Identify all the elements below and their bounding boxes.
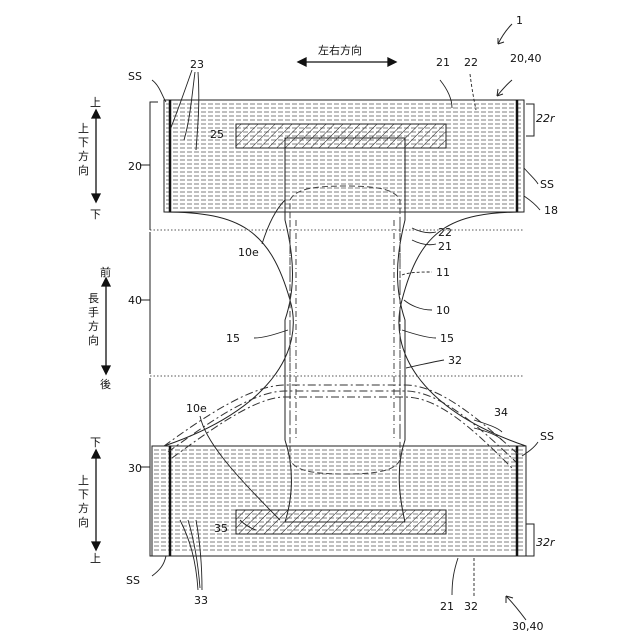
label-back-group: 30,40 [512,620,544,633]
label-22-top: 22 [464,56,478,69]
dir-ud-bottom-3: 向 [78,515,89,529]
label-ss-tr: SS [540,178,554,191]
region-brackets [140,102,158,556]
label-front: 前 [100,265,111,279]
label-40: 40 [128,294,142,307]
dir-long-0: 長 [88,292,99,305]
label-bottom-end: 下 [90,436,101,449]
label-ss-bl: SS [126,574,140,587]
label-bottom-end-2: 上 [90,552,101,565]
label-21-bot: 21 [440,600,454,613]
front-waist-band [164,100,524,212]
back-elastic-stripes [154,450,524,550]
dir-ud-bottom-2: 方 [78,501,89,515]
dir-ud-top-0: 上 [78,122,89,135]
label-15-left: 15 [226,332,240,345]
label-35: 35 [214,522,228,535]
label-back: 後 [100,377,111,391]
outer-contour [164,212,526,446]
label-11: 11 [436,266,450,279]
label-25: 25 [210,128,224,141]
label-33: 33 [194,594,208,607]
label-23: 23 [190,58,204,71]
label-15-right: 15 [440,332,454,345]
label-21-top: 21 [436,56,450,69]
label-ss-tl: SS [128,70,142,83]
label-ss-br: SS [540,430,554,443]
label-1: 1 [516,14,523,27]
dir-long-3: 向 [88,333,99,347]
dir-ud-top-2: 方 [78,149,89,163]
label-10e-bottom: 10e [186,402,207,415]
label-32r: 32r [536,536,556,549]
leg-elastics [164,385,520,468]
back-waist-band [152,446,526,556]
label-18: 18 [544,204,558,217]
label-21-mid: 21 [438,240,452,253]
dir-long-2: 方 [88,319,99,333]
dir-ud-top-1: 下 [78,136,89,149]
dir-long-1: 手 [88,305,99,319]
label-34: 34 [494,406,508,419]
dir-ud-bottom-1: 下 [78,488,89,501]
region-boundaries [150,230,524,376]
label-30: 30 [128,462,142,475]
label-front-group: 20,40 [510,52,542,65]
label-32-mid: 32 [448,354,462,367]
label-dir-lr: 左右方向 [318,43,362,57]
label-32-bot: 32 [464,600,478,613]
label-top-end-2: 下 [90,208,101,221]
dir-ud-bottom-0: 上 [78,474,89,487]
label-top-end: 上 [90,96,101,109]
label-10e-top: 10e [238,246,259,259]
label-22r: 22r [536,112,556,125]
back-hatched-strip [236,510,446,534]
ref-arrows [497,24,526,620]
front-hatched-strip [236,124,446,148]
label-10: 10 [436,304,450,317]
dir-ud-top-3: 向 [78,163,89,177]
label-20: 20 [128,160,142,173]
front-elastic-stripes [166,104,522,208]
label-22-mid: 22 [438,226,452,239]
